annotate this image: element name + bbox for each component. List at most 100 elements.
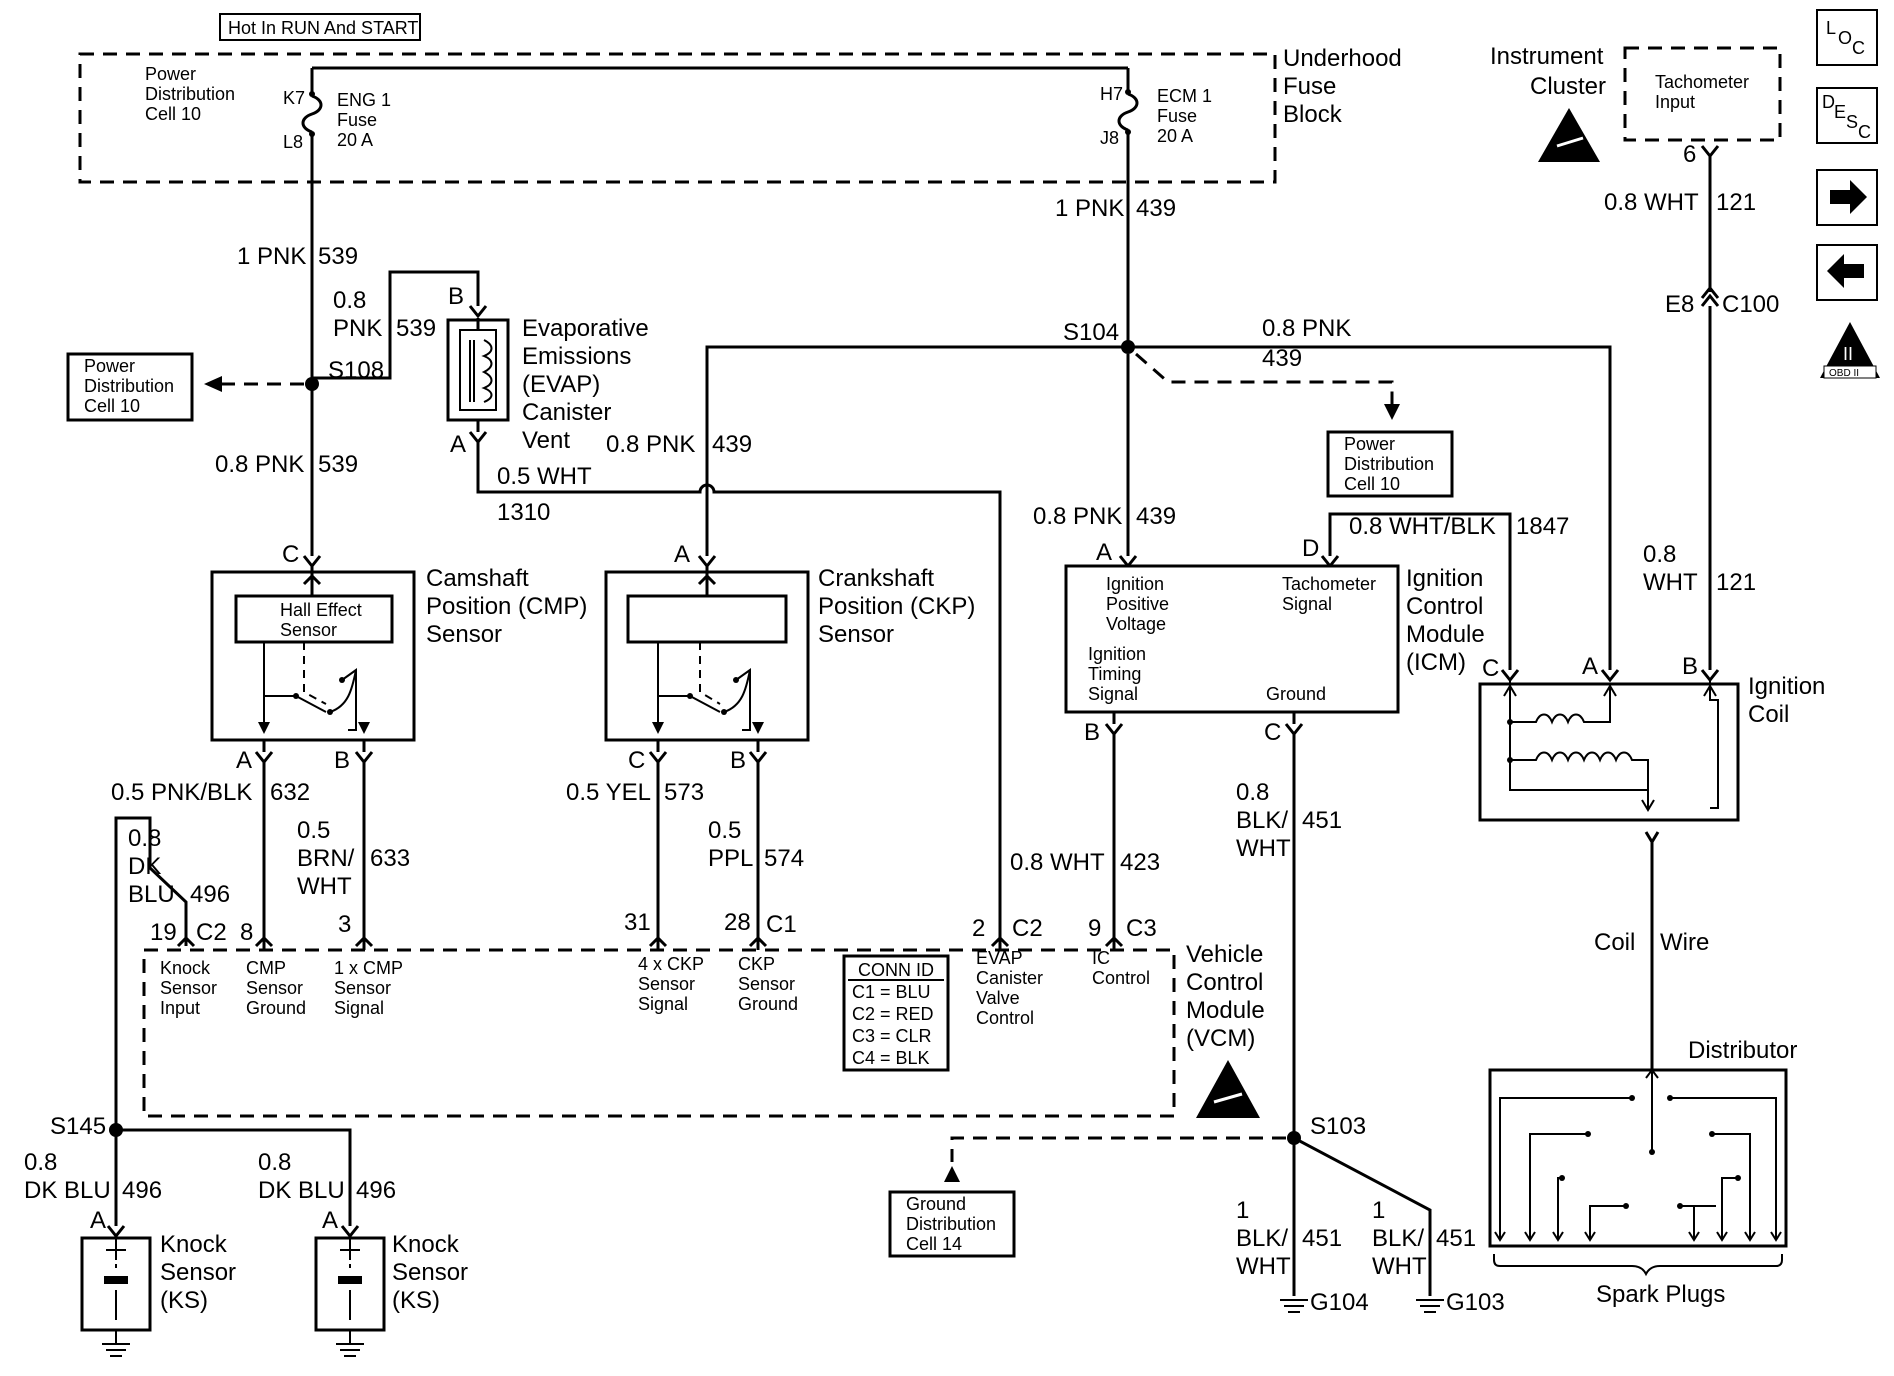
cmp-title-2: Position (CMP) — [426, 593, 587, 620]
ks2-title-3: (KS) — [392, 1287, 440, 1314]
ks1-pin-connector-icon — [106, 1225, 126, 1239]
icm-tach-2: Signal — [1282, 594, 1332, 614]
cmp-pin-b-connector-icon — [354, 751, 374, 765]
ks2-title-1: Knock — [392, 1231, 460, 1258]
w451-g104-a: 1 — [1236, 1197, 1249, 1224]
svg-text:OBD II: OBD II — [1829, 368, 1859, 379]
distributor-title: Distributor — [1688, 1037, 1797, 1064]
next-arrow-icon[interactable] — [1816, 169, 1878, 226]
w439-icm-b: 439 — [1136, 503, 1176, 530]
wire-439-ckp — [705, 345, 1128, 556]
w423-a: 0.8 WHT — [1010, 849, 1105, 876]
pdc-top-2: Distribution — [145, 84, 235, 104]
desc-icon[interactable]: D E S C — [1816, 87, 1878, 144]
svg-text:II: II — [1843, 344, 1853, 364]
vcm-pin-9: 9 — [1088, 915, 1101, 942]
vcm-ckps-1: 4 x CKP — [638, 954, 704, 974]
c100-label: C100 — [1722, 291, 1779, 318]
evap-title-3: (EVAP) — [522, 371, 600, 398]
ks1-pin-a: A — [90, 1207, 106, 1234]
wire-496-vcm — [114, 816, 188, 1124]
evap-pin-b: B — [448, 283, 464, 310]
ic-pin-6: 6 — [1683, 141, 1696, 168]
arrow-up-icon — [944, 1166, 960, 1182]
obd-icon[interactable]: II OBD II — [1820, 322, 1880, 379]
secondary-winding-icon — [1510, 751, 1649, 808]
w1310-a: 0.5 WHT — [497, 463, 592, 490]
spark-plugs-bracket-icon — [1493, 1254, 1783, 1277]
icm-title-2: Control — [1406, 593, 1483, 620]
prev-arrow-icon[interactable] — [1816, 244, 1878, 301]
w496-ks2-c: 496 — [356, 1177, 396, 1204]
icm-timing-2: Timing — [1088, 664, 1141, 684]
icm-pin-b: B — [1084, 719, 1100, 746]
w451-g104-d: 451 — [1302, 1225, 1342, 1252]
w539-evap-a: 0.8 — [333, 287, 366, 314]
underhood-fuse-block: Underhood Fuse Block Power Distribution … — [78, 45, 1402, 184]
cmp-inner-2: Sensor — [280, 620, 337, 640]
cmp-pin-a-connector-icon — [254, 751, 274, 765]
ignition-control-module: A D Ignition Positive Voltage Tachometer… — [1064, 535, 1485, 746]
underhood-title-1: Underhood — [1283, 45, 1402, 72]
wire-439-coil — [1128, 345, 1612, 670]
w633-d: 633 — [370, 845, 410, 872]
svg-text:Cell 14: Cell 14 — [906, 1234, 962, 1254]
w496-vcm-c: BLU — [128, 881, 175, 908]
w451-g103-c: WHT — [1372, 1253, 1427, 1280]
vcm-cmps-3: Signal — [334, 998, 384, 1018]
w632-b: 632 — [270, 779, 310, 806]
vcm-cmps-2: Sensor — [334, 978, 391, 998]
knock-sensor-2: A Knock Sensor (KS) — [314, 1207, 468, 1357]
pdc-right-box: Power Distribution Cell 10 — [1326, 430, 1454, 498]
vcm-pin-19: 19 — [150, 919, 177, 946]
w496-ks1-b: DK BLU — [24, 1177, 111, 1204]
w1847-b: 1847 — [1516, 513, 1569, 540]
ks1-ground-icon — [102, 1330, 130, 1357]
evap-pin-a: A — [450, 431, 466, 458]
vcm-knock-3: Input — [160, 998, 200, 1018]
w451-c: WHT — [1236, 835, 1291, 862]
coil-wire-a: Coil — [1594, 929, 1635, 956]
ic-title-2: Cluster — [1530, 73, 1606, 100]
vcm-evap-1: EVAP — [976, 948, 1023, 968]
wire-451-grounds — [1292, 1136, 1432, 1296]
ckp-pin-c: C — [628, 747, 645, 774]
ecm-fuse-1: ECM 1 — [1157, 86, 1212, 106]
evap-title-4: Canister — [522, 399, 611, 426]
cmp-pin-a: A — [236, 747, 252, 774]
w439-right-a: 0.8 PNK — [1262, 315, 1351, 342]
w1847-a: 0.8 WHT/BLK — [1349, 513, 1496, 540]
evap-title-1: Evaporative — [522, 315, 649, 342]
loc-icon[interactable]: L O C — [1816, 9, 1878, 66]
w439-right-b: 439 — [1262, 345, 1302, 372]
vcm-knock-1: Knock — [160, 958, 211, 978]
vcm-ic-1: IC — [1092, 948, 1110, 968]
w539-evap-b: PNK — [333, 315, 382, 342]
svg-text:D: D — [1822, 92, 1835, 112]
w633-a: 0.5 — [297, 817, 330, 844]
eng-fuse-1: ENG 1 — [337, 90, 391, 110]
svg-text:Distribution: Distribution — [1344, 454, 1434, 474]
knock-sensor-1: A Knock Sensor (KS) — [80, 1207, 236, 1357]
svg-text:Power: Power — [1344, 434, 1395, 454]
evap-pin-b-connector-icon — [468, 305, 488, 319]
vehicle-control-module: Vehicle Control Module (VCM) 19 C2 8 3 3… — [142, 909, 1265, 1118]
w574-b: PPL — [708, 845, 753, 872]
svg-text:O: O — [1838, 28, 1852, 48]
pin-l8: L8 — [283, 132, 303, 152]
spark-plugs-label: Spark Plugs — [1596, 1281, 1725, 1308]
primary-winding-icon — [1510, 686, 1611, 725]
w539-mid-a: 0.8 PNK — [215, 451, 304, 478]
coil-title-2: Coil — [1748, 701, 1789, 728]
arrow-left-icon — [204, 376, 222, 392]
s103-to-ground-dist-dashed — [950, 1136, 1286, 1162]
conn-id-row-3: C3 = CLR — [852, 1026, 932, 1046]
w439-ckp-a: 0.8 PNK — [606, 431, 695, 458]
vcm-title-4: (VCM) — [1186, 1025, 1255, 1052]
icm-pin-b-connector-icon — [1104, 723, 1124, 737]
svg-text:E: E — [1834, 102, 1846, 122]
svg-text:Distribution: Distribution — [84, 376, 174, 396]
icm-title-4: (ICM) — [1406, 649, 1466, 676]
w451-a: 0.8 — [1236, 779, 1269, 806]
ckp-sensor: A Crankshaft Position (CKP) Sensor C B — [604, 541, 975, 774]
